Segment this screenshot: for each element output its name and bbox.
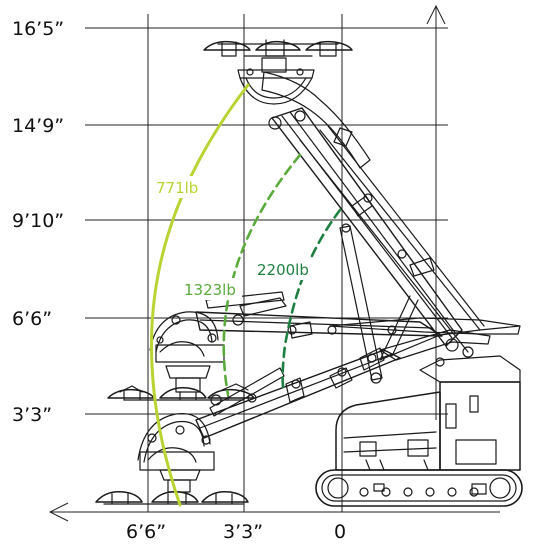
- machine-body: [335, 325, 521, 471]
- head-top: [203, 39, 353, 105]
- machine-drawing: [95, 39, 523, 507]
- arc-2200lb: [281, 208, 342, 394]
- x-label-3-3: 3’3”: [223, 521, 263, 543]
- x-label-0: 0: [334, 521, 346, 543]
- y-label-14-9: 14’9”: [12, 115, 64, 137]
- x-label-6-6: 6’6”: [126, 521, 166, 543]
- load-label-2200lb: 2200lb: [257, 261, 309, 279]
- x-axis-arrow-icon: [48, 502, 69, 522]
- boom-low: [95, 329, 491, 505]
- boom-raised: [261, 71, 485, 353]
- y-axis-labels: 16’5” 14’9” 9’10” 6’6” 3’3”: [12, 18, 64, 426]
- y-label-16-5: 16’5”: [12, 18, 64, 40]
- load-arcs: [149, 83, 342, 507]
- lift-cylinder: [339, 223, 419, 384]
- crawler-track: [315, 469, 523, 507]
- load-label-771lb: 771lb: [156, 179, 198, 197]
- arc-771lb: [149, 83, 250, 507]
- grid: [50, 6, 500, 513]
- x-axis-labels: 6’6” 3’3” 0: [126, 521, 346, 543]
- y-axis-arrow-icon: [426, 4, 446, 25]
- y-label-9-10: 9’10”: [12, 210, 64, 232]
- y-label-3-3: 3’3”: [12, 404, 52, 426]
- y-label-6-6: 6’6”: [12, 308, 52, 330]
- load-label-1323lb: 1323lb: [184, 281, 236, 299]
- load-labels: 771lb 1323lb 2200lb: [152, 176, 321, 300]
